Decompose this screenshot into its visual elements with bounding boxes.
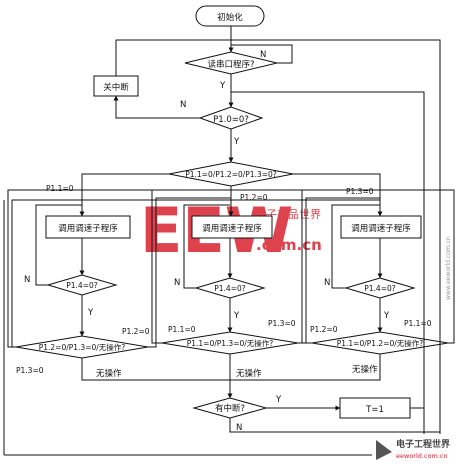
op-a-p13-label: P1.3=0 [16, 366, 44, 375]
p14-decision-b [194, 277, 266, 299]
op-c-p11-label: P1.1=0 [404, 319, 432, 328]
p10-decision [198, 106, 264, 130]
read-y-label: Y [219, 81, 226, 91]
p14-decision-a [46, 274, 118, 296]
op-b-p11-label: P1.1=0 [168, 325, 196, 334]
op-a-p12-label: P1.2=0 [122, 327, 150, 336]
op-b-p13-label: P1.3=0 [268, 319, 296, 328]
call-c-label: 调用调速子程序 [351, 223, 411, 234]
op-a-label: P1.2=0/P1.3=0/无操作? [39, 342, 126, 352]
corner-watermark: 电子工程世界 eeworld.com.cn [372, 434, 456, 462]
call-speed-a [45, 215, 131, 239]
svg-text:电子工程世界: 电子工程世界 [396, 438, 450, 450]
svg-text:.com.cn: .com.cn [256, 236, 322, 254]
call-b-label: 调用调速子程序 [202, 223, 262, 234]
has-int-y-label: Y [275, 395, 282, 405]
p14-c-n-label: N [324, 278, 330, 288]
p14-a-y-label: Y [87, 308, 94, 318]
edge-labels: N Y N Y P1.1=0 P1.2=0 P1.3=0 N N N Y Y Y… [16, 50, 432, 433]
branch-p11-label: P1.1=0 [46, 184, 74, 193]
branch-p12-label: P1.2=0 [240, 193, 268, 202]
has-interrupt-label: 有中断? [215, 403, 245, 414]
p10-y-label: Y [233, 137, 240, 147]
noop-a-label: 无操作 [96, 368, 122, 379]
p14-a-label: P1.4=0? [66, 281, 98, 290]
op-c-p12-label: P1.2=0 [310, 325, 338, 334]
p14-b-n-label: N [174, 278, 180, 288]
p14-b-y-label: Y [233, 311, 240, 321]
start-label: 初始化 [217, 12, 243, 23]
start-node [195, 5, 265, 27]
node-labels: 初始化 读串口程序? 关中断 P1.0=0? P1.1=0/P1.2=0/P1.… [39, 12, 424, 415]
p14-c-label: P1.4=0? [364, 284, 396, 293]
close-interrupt-label: 关中断 [103, 82, 129, 93]
read-n-label: N [260, 50, 266, 60]
p10-n-label: N [180, 100, 186, 110]
has-int-n-label: N [236, 423, 242, 433]
branch-p13-label: P1.3=0 [346, 187, 374, 196]
op-b-label: P1.1=0/P1.3=0/无操作? [187, 338, 274, 348]
p14-b-label: P1.4=0? [214, 284, 246, 293]
noop-b-label: 无操作 [236, 368, 262, 379]
p1-triple-label: P1.1=0/P1.2=0/P1.3=0? [185, 170, 277, 179]
read-serial-label: 读串口程序? [207, 59, 254, 70]
p14-a-n-label: N [24, 275, 30, 285]
call-a-label: 调用调速子程序 [58, 223, 118, 234]
noop-c-label: 无操作 [352, 364, 378, 375]
p10-label: P1.0=0? [213, 115, 249, 125]
svg-text:eeworld.com.cn: eeworld.com.cn [396, 452, 448, 460]
p14-c-y-label: Y [383, 311, 390, 321]
t1-label: T=1 [365, 405, 384, 415]
side-watermark: www.eeworld.com.cn [445, 236, 452, 300]
p14-decision-c [344, 277, 416, 299]
op-c-label: P1.1=0/P1.2=0/无操作? [337, 338, 424, 348]
